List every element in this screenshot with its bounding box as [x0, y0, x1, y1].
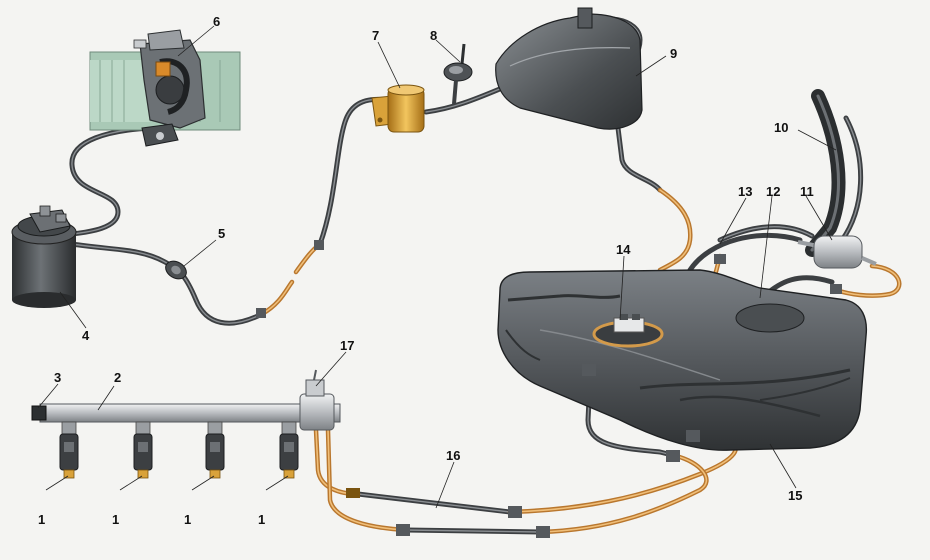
hose-clamps — [256, 240, 842, 538]
throttle-body — [89, 29, 241, 147]
pressure-regulator — [299, 369, 335, 431]
label-injector-3: 1 — [184, 512, 191, 527]
label-pressure-regulator: 17 — [340, 338, 354, 353]
charcoal-canister — [11, 205, 77, 308]
label-filter-hose: 13 — [738, 184, 752, 199]
gravity-valve — [443, 43, 473, 105]
label-fuel-filter: 11 — [800, 184, 814, 199]
label-rail-fitting: 3 — [54, 370, 61, 385]
fuel-pump-module — [592, 314, 664, 348]
callout-labels: 1 1 1 1 2 3 4 5 6 7 8 9 10 11 12 13 14 1… — [38, 14, 814, 527]
label-fuel-lines: 16 — [446, 448, 460, 463]
label-throttle-body: 6 — [213, 14, 220, 29]
fuel-filter — [797, 235, 877, 269]
vapor-separator — [495, 7, 643, 130]
label-canister: 4 — [82, 328, 90, 343]
purge-valve — [371, 84, 425, 133]
label-injector-1: 1 — [38, 512, 45, 527]
fuel-tank — [497, 269, 868, 451]
label-fuel-pump-module: 14 — [616, 242, 631, 257]
label-gravity-valve: 8 — [430, 28, 437, 43]
label-injector-2: 1 — [112, 512, 119, 527]
label-fuel-rail: 2 — [114, 370, 121, 385]
leader-lines — [37, 25, 837, 509]
label-separator: 9 — [670, 46, 677, 61]
label-fuel-tank: 15 — [788, 488, 802, 503]
label-purge-valve: 7 — [372, 28, 379, 43]
label-check-valve: 5 — [218, 226, 225, 241]
label-injector-4: 1 — [258, 512, 265, 527]
injectors — [59, 421, 299, 479]
fuel-rail-assembly — [31, 369, 341, 479]
label-vent-hose: 12 — [766, 184, 780, 199]
check-valve — [165, 260, 187, 280]
label-filler-neck: 10 — [774, 120, 788, 135]
